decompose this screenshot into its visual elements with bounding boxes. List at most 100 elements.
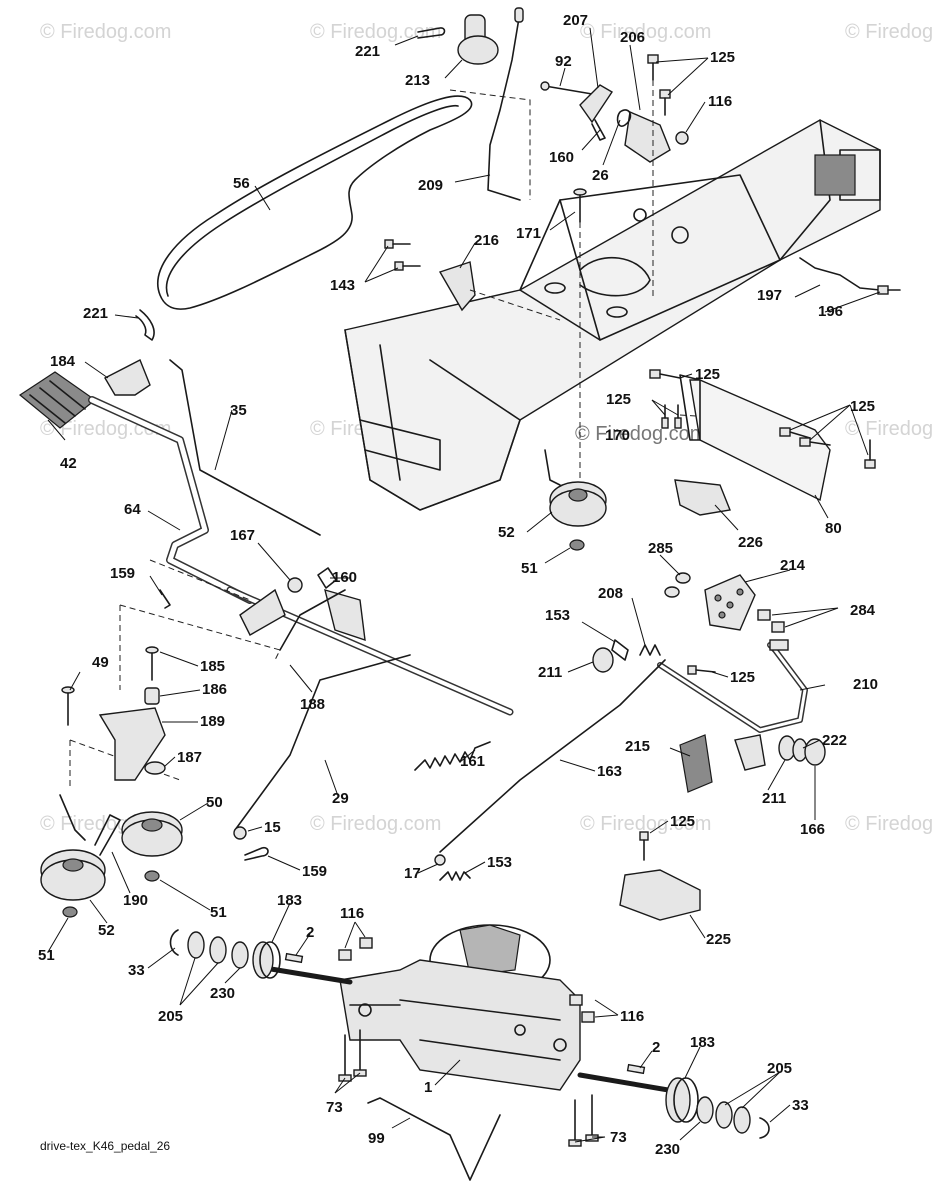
bracket-188 xyxy=(239,588,286,636)
pedal-pad-215 xyxy=(679,734,713,793)
callout-183-right: 183 xyxy=(690,1034,715,1051)
pin-159-lower xyxy=(244,846,269,861)
callout-116-right: 116 xyxy=(620,1008,644,1025)
clip-160 xyxy=(317,567,337,589)
bolt-143 xyxy=(394,261,421,271)
callout-221-left: 221 xyxy=(83,305,108,322)
transaxle-1 xyxy=(339,924,581,1091)
callout-209: 209 xyxy=(418,177,443,194)
callout-163: 163 xyxy=(597,763,622,780)
bolt-125 xyxy=(779,427,811,439)
callout-49: 49 xyxy=(92,654,109,671)
callout-26: 26 xyxy=(592,167,609,184)
callout-214: 214 xyxy=(780,557,806,574)
nut-51 xyxy=(144,870,160,882)
callout-2: 2 xyxy=(306,924,314,941)
washer-167 xyxy=(287,577,303,593)
callout-116-left: 116 xyxy=(340,905,364,922)
clip-33-right xyxy=(759,1117,770,1139)
nut-116 xyxy=(338,949,352,961)
callout-73: 73 xyxy=(326,1099,343,1116)
rod-99 xyxy=(367,1097,501,1181)
rod-170 xyxy=(544,449,561,486)
callout-33-right: 33 xyxy=(792,1097,809,1114)
callout-143: 143 xyxy=(330,277,355,294)
bracket-216 xyxy=(438,261,476,312)
callout-196: 196 xyxy=(818,303,843,320)
callout-125-b: 125 xyxy=(606,391,631,408)
callout-125-c: 125 xyxy=(850,398,875,415)
bolt-49 xyxy=(61,686,75,726)
callout-73-right: 73 xyxy=(610,1129,627,1146)
nut-284 xyxy=(771,621,785,633)
callout-284: 284 xyxy=(850,602,876,619)
spring-153 xyxy=(439,871,471,881)
callout-221: 221 xyxy=(355,43,380,60)
control-rod-35 xyxy=(169,359,321,536)
callout-153: 153 xyxy=(545,607,570,624)
watermark: © Firedog.com xyxy=(845,418,933,440)
bolt-125 xyxy=(649,369,681,379)
watermark: © Firedog.com xyxy=(845,813,933,835)
callout-153-lower: 153 xyxy=(487,854,512,871)
bracket-226 xyxy=(674,479,731,516)
nut-51-left xyxy=(62,906,78,918)
callout-190: 190 xyxy=(123,892,148,909)
watermark: © Firedog.com xyxy=(580,813,711,835)
pedal-arm-210 xyxy=(657,642,808,733)
spring-208 xyxy=(639,644,661,656)
callout-215: 215 xyxy=(625,738,650,755)
callout-213: 213 xyxy=(405,72,430,89)
callout-99: 99 xyxy=(368,1130,385,1147)
rod-163 xyxy=(439,659,666,853)
callout-42: 42 xyxy=(60,455,77,472)
nut-51-center xyxy=(569,539,585,551)
callout-33: 33 xyxy=(128,962,145,979)
watermark: © Firedog.com xyxy=(845,21,933,43)
callout-52-left: 52 xyxy=(98,922,115,939)
bolt-125 xyxy=(864,439,876,469)
pin-92 xyxy=(544,85,599,96)
bushing-186 xyxy=(144,687,160,705)
washer-285 xyxy=(664,586,680,598)
callout-185: 185 xyxy=(200,658,225,675)
bolt-125 xyxy=(687,665,716,675)
callout-17: 17 xyxy=(404,865,421,882)
callout-116: 116 xyxy=(708,93,732,110)
callout-211-right: 211 xyxy=(762,790,786,807)
spring-161 xyxy=(414,741,491,771)
callout-35: 35 xyxy=(230,402,247,419)
callout-2-right: 2 xyxy=(652,1039,660,1056)
belt-guide-190 xyxy=(59,794,121,856)
washer-230-right xyxy=(696,1096,714,1124)
callout-29: 29 xyxy=(332,790,349,807)
callout-160: 160 xyxy=(549,149,574,166)
frame-chassis xyxy=(344,119,881,511)
bolt-73 xyxy=(338,1034,352,1082)
washer-166 xyxy=(804,738,826,766)
callout-186: 186 xyxy=(202,681,227,698)
bushing-183 xyxy=(252,941,281,979)
hairpin-clip-221-left xyxy=(135,309,155,341)
callout-207: 207 xyxy=(563,12,588,29)
leader-lines xyxy=(47,27,881,1143)
callout-208: 208 xyxy=(598,585,623,602)
bushing-211 xyxy=(592,647,614,673)
bracket-207 xyxy=(579,84,613,124)
callout-184: 184 xyxy=(50,353,76,370)
nut-116 xyxy=(569,994,583,1006)
washer-285 xyxy=(675,572,691,584)
washer-230 xyxy=(231,941,249,969)
bolt-125 xyxy=(674,404,682,429)
diagram-caption: drive-tex_K46_pedal_26 xyxy=(40,1139,170,1153)
washer-205-right xyxy=(733,1106,751,1134)
callout-51: 51 xyxy=(521,560,538,577)
pulley-50 xyxy=(121,811,183,857)
callout-92: 92 xyxy=(555,53,572,70)
nut-284 xyxy=(757,609,771,621)
callout-285: 285 xyxy=(648,540,673,557)
washer-15 xyxy=(233,826,247,840)
knob-213 xyxy=(457,14,499,65)
bolt-125 xyxy=(659,89,671,116)
